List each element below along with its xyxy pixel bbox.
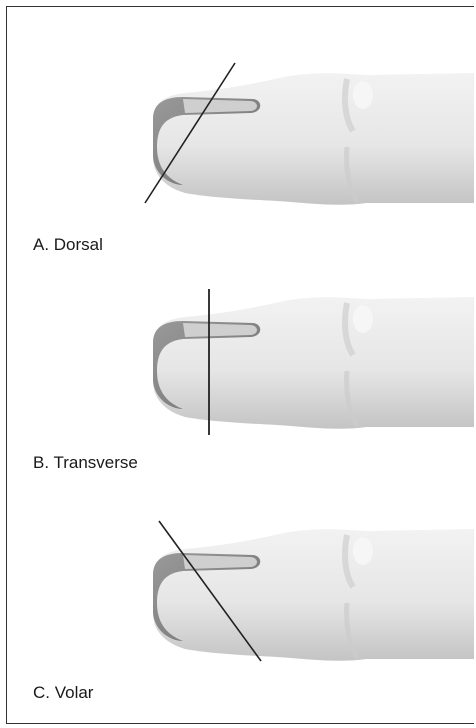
- label-volar: C. Volar: [33, 683, 93, 703]
- figure-frame: A. Dorsal B. Transverse: [6, 6, 474, 724]
- fingertip-illustration-dorsal: [7, 7, 474, 207]
- panel-transverse: [7, 235, 474, 435]
- fingertip-illustration-volar: [7, 467, 474, 667]
- fingertip-illustration-transverse: [7, 235, 474, 435]
- panel-dorsal: [7, 7, 474, 207]
- panel-volar: [7, 467, 474, 667]
